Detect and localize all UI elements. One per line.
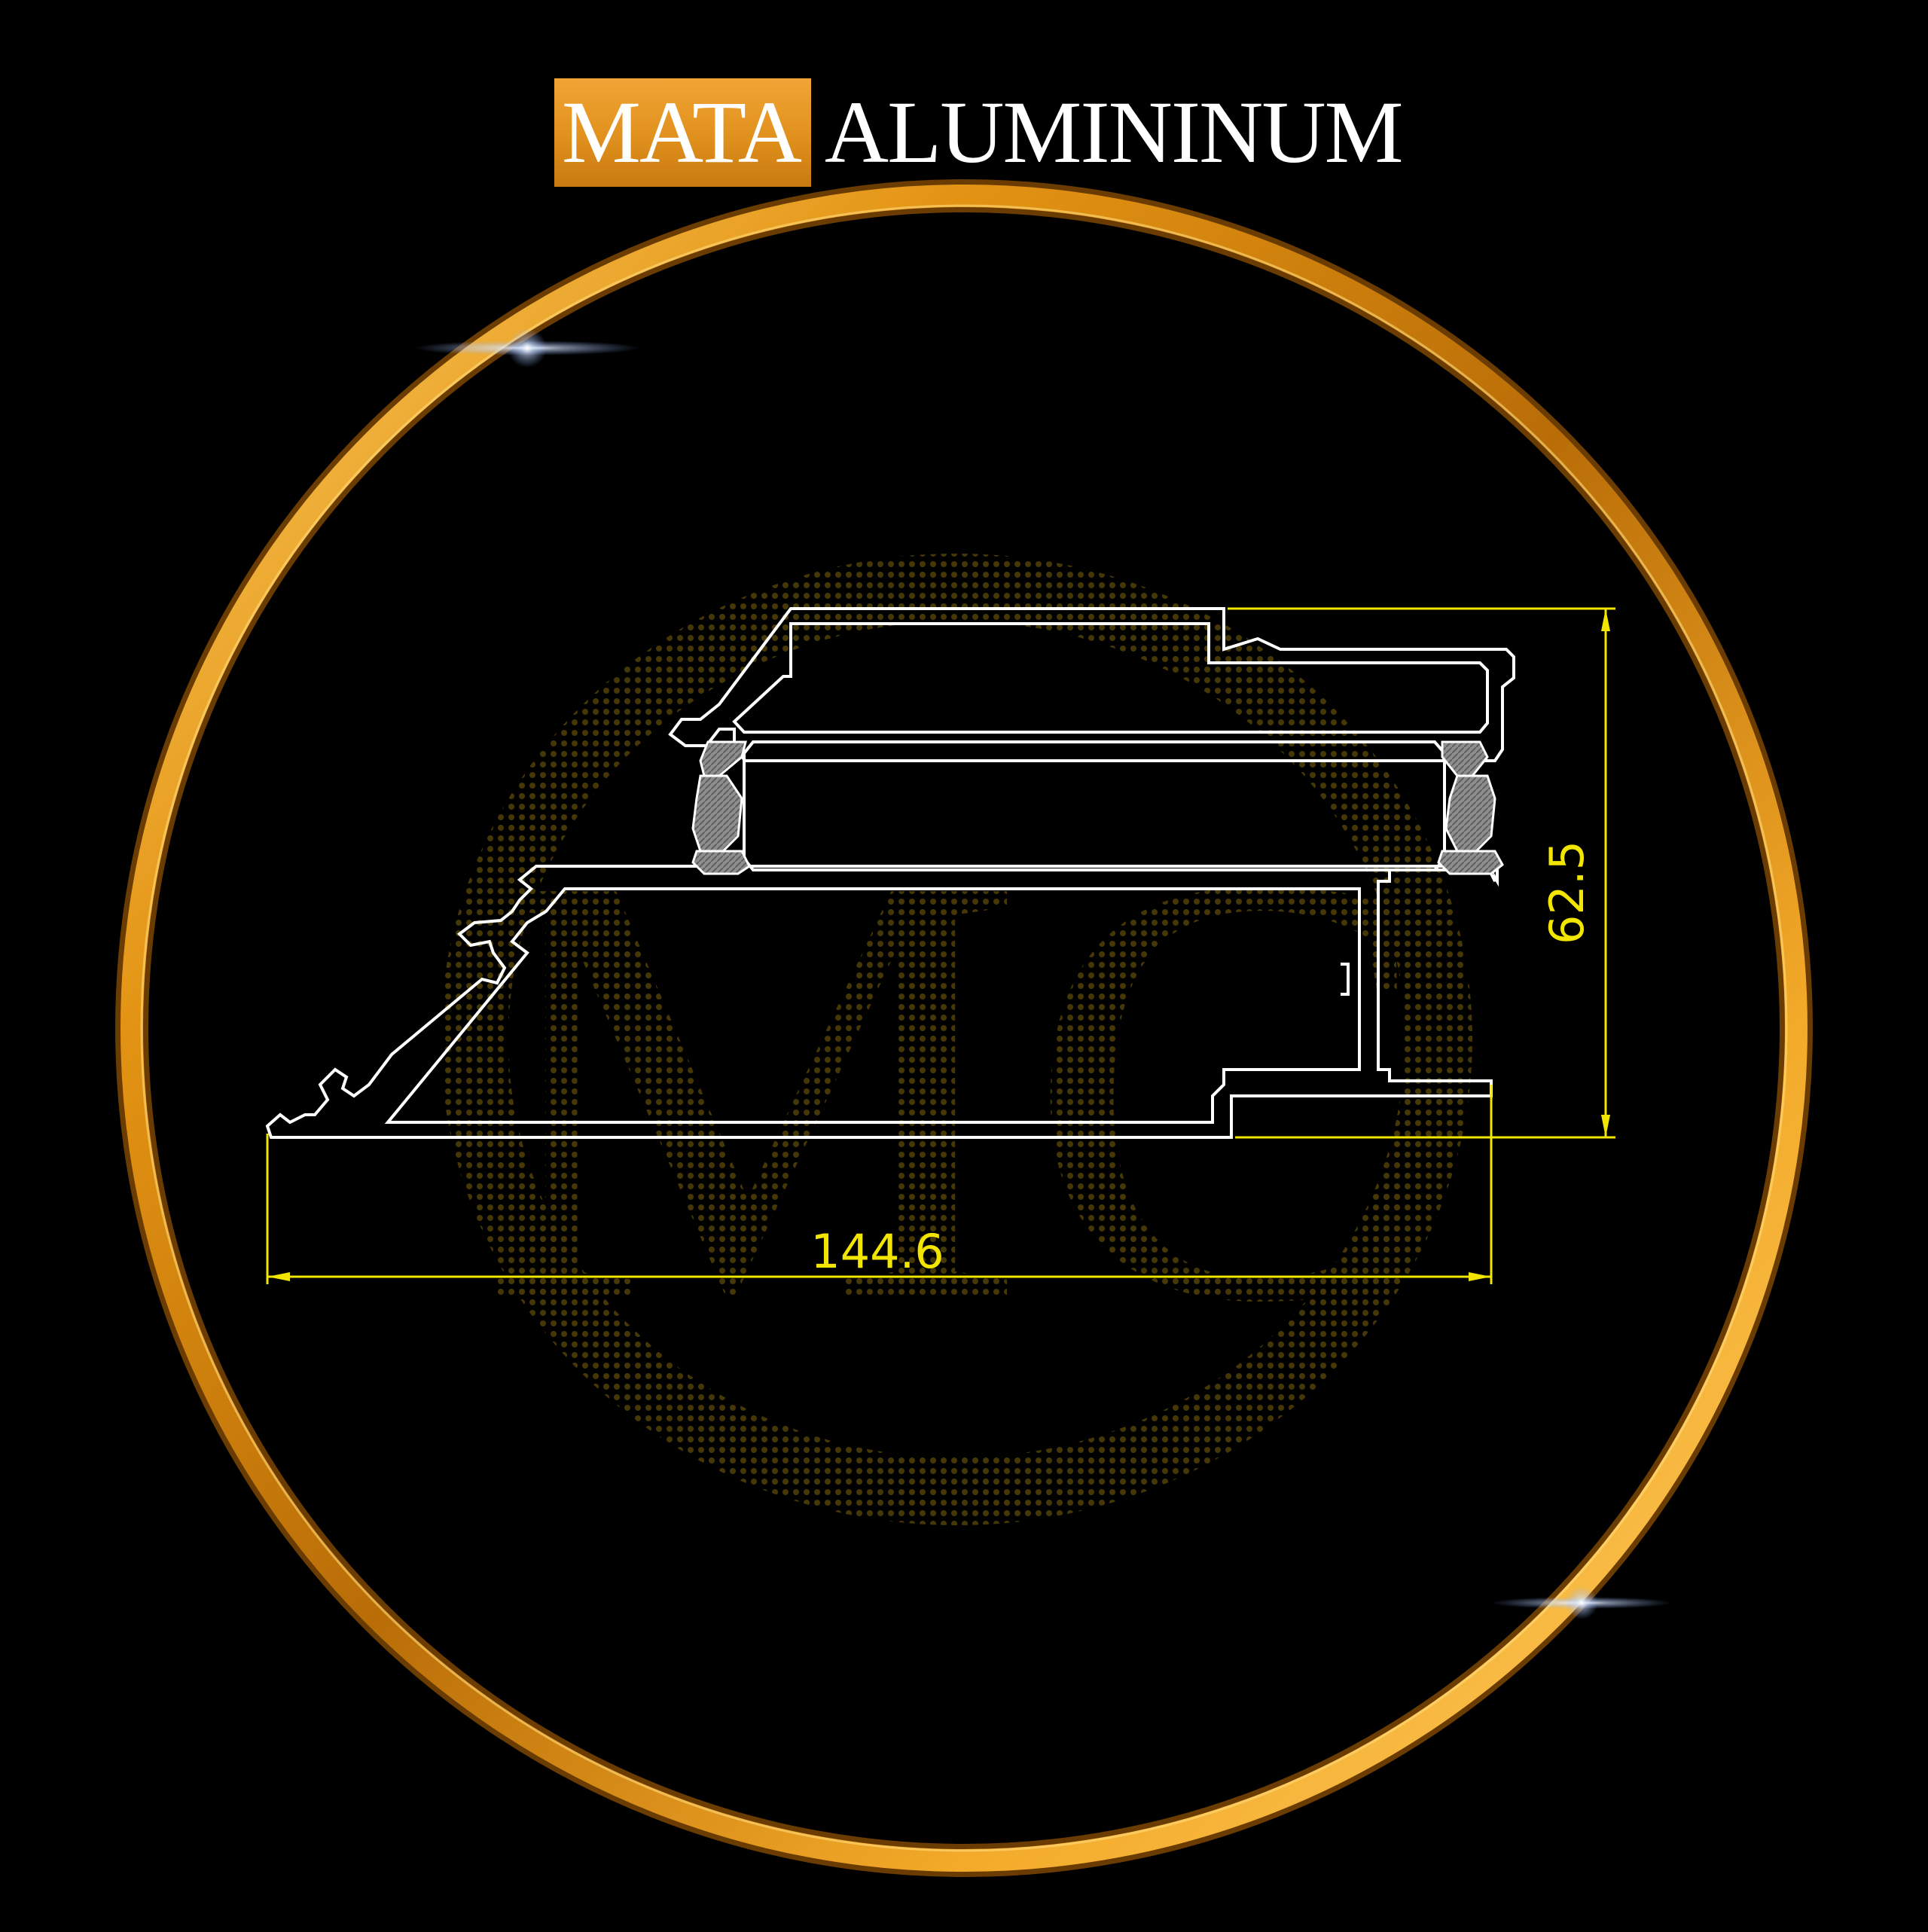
- gasket-bottom-right: [1437, 850, 1504, 875]
- brand-name: ALUMININUM: [824, 83, 1404, 182]
- gold-ring: [115, 179, 1813, 1877]
- upper-sash-inner: [732, 622, 1489, 734]
- gaskets: [691, 740, 1504, 875]
- lower-frame-outline: [265, 865, 1499, 1139]
- gasket-top-right: [1441, 740, 1489, 777]
- gasket-right-side: [1444, 774, 1496, 853]
- height-dimension-label: 62.5: [1539, 841, 1594, 945]
- profile-section: [265, 607, 1515, 1139]
- brand-highlight: MATA: [554, 78, 811, 187]
- width-dimension: [266, 1085, 1493, 1284]
- mullion-detail: [1341, 963, 1350, 996]
- upper-sash-outline: [668, 607, 1515, 762]
- gasket-left-side: [691, 774, 743, 853]
- gasket-bottom-left: [691, 850, 751, 875]
- sparkle-bottom-right: [1491, 1586, 1672, 1619]
- sparkle-top-left: [414, 328, 640, 368]
- width-dimension-label: 144.6: [810, 1224, 944, 1279]
- lower-frame-inner: [384, 887, 1361, 1124]
- brand-header: MATA ALUMININUM: [554, 78, 1404, 187]
- height-dimension: [1228, 607, 1615, 1139]
- watermark: MC: [441, 554, 1472, 1525]
- watermark-letters: MC: [476, 746, 1437, 1430]
